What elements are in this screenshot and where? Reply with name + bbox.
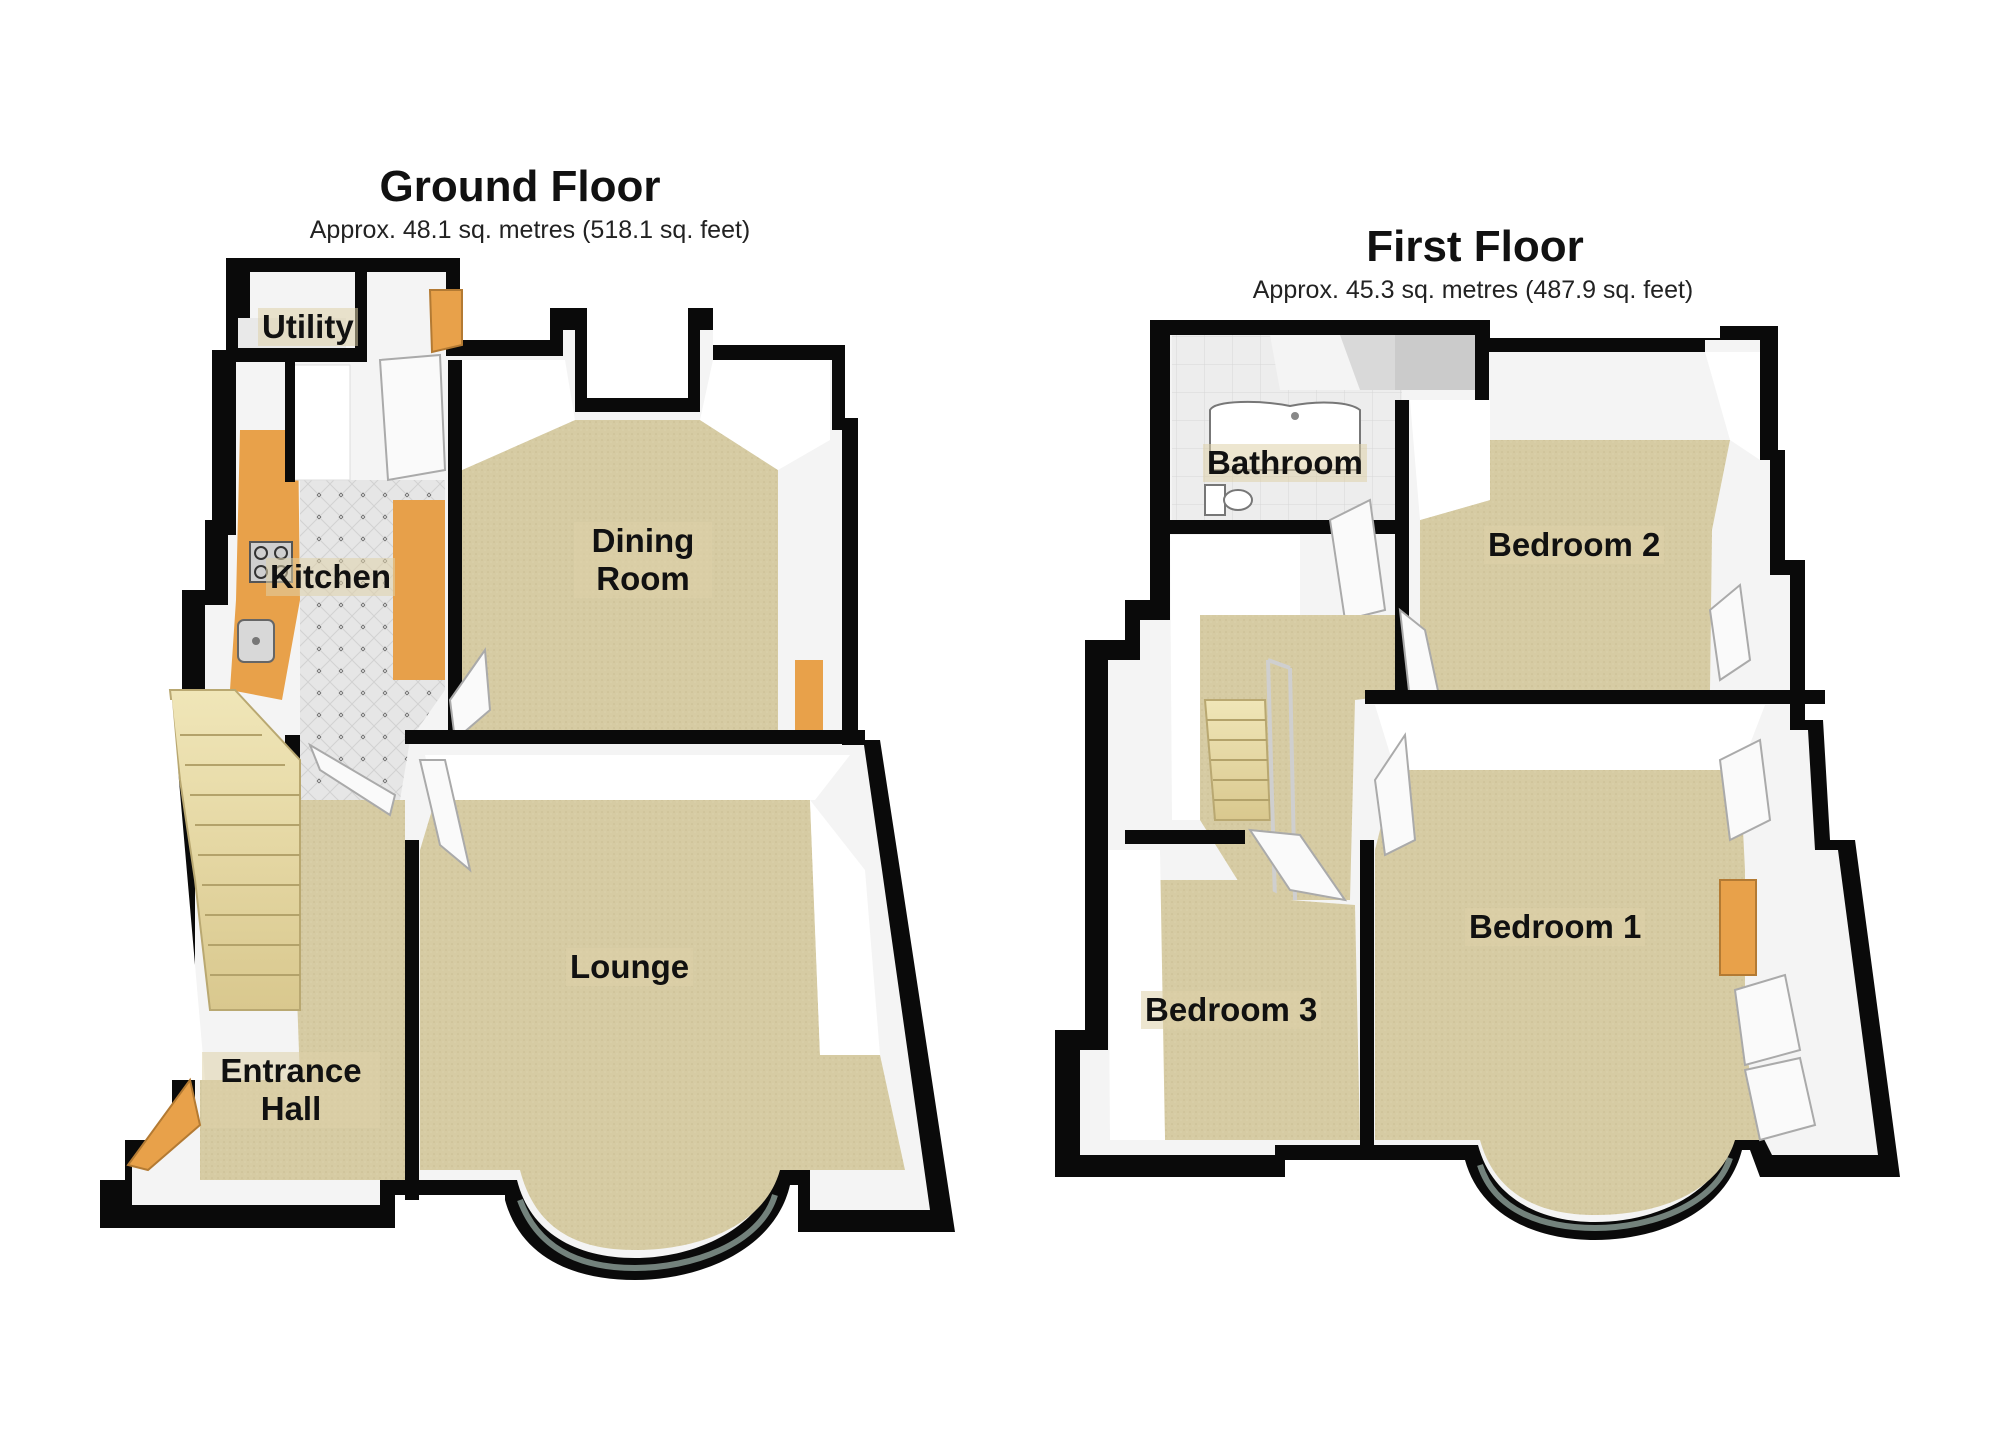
lounge-door (418, 759, 472, 873)
room-label-entrance-hall: Entrance Hall (202, 1052, 380, 1128)
utility-door (378, 353, 447, 482)
room-label-bedroom3: Bedroom 3 (1141, 991, 1322, 1029)
toilet-icon (1204, 484, 1253, 516)
first-floor-plan (1055, 320, 1900, 1240)
bedroom2-floor (1420, 440, 1730, 690)
front-door (126, 1077, 202, 1172)
bedroom1-door (1373, 732, 1417, 857)
dining-door (448, 647, 492, 742)
ground-floor-title: Ground Floor (379, 162, 661, 211)
room-label-bathroom: Bathroom (1203, 444, 1367, 482)
ground-staircase (168, 689, 301, 1011)
room-label-bedroom2: Bedroom 2 (1484, 526, 1665, 564)
room-label-hall-line2: Hall (260, 1090, 322, 1127)
lounge-floor (420, 800, 905, 1250)
hall-kitchen-door (307, 742, 397, 817)
room-label-utility: Utility (258, 308, 358, 346)
room-label-bedroom1: Bedroom 1 (1465, 908, 1646, 946)
dresser (1719, 879, 1757, 976)
bathroom-door (1328, 498, 1387, 622)
sink-icon (237, 619, 275, 663)
room-label-hall-line1: Entrance (220, 1052, 362, 1089)
room-label-kitchen: Kitchen (266, 558, 396, 596)
kitchen-worktop-right (393, 500, 445, 680)
landing-floor (1200, 615, 1395, 900)
room-label-dining-room: Dining Room (574, 522, 712, 598)
first-floor-title: First Floor (1366, 222, 1584, 271)
room-label-dining-line2: Room (596, 560, 690, 597)
bedroom1-floor (1375, 770, 1760, 1215)
room-label-lounge: Lounge (566, 948, 694, 986)
bedroom3-door (1247, 828, 1348, 902)
first-floor-area: Approx. 45.3 sq. metres (487.9 sq. feet) (1252, 276, 1694, 304)
room-label-dining-line1: Dining (591, 522, 695, 559)
ground-floor-area: Approx. 48.1 sq. metres (518.1 sq. feet) (309, 216, 751, 244)
